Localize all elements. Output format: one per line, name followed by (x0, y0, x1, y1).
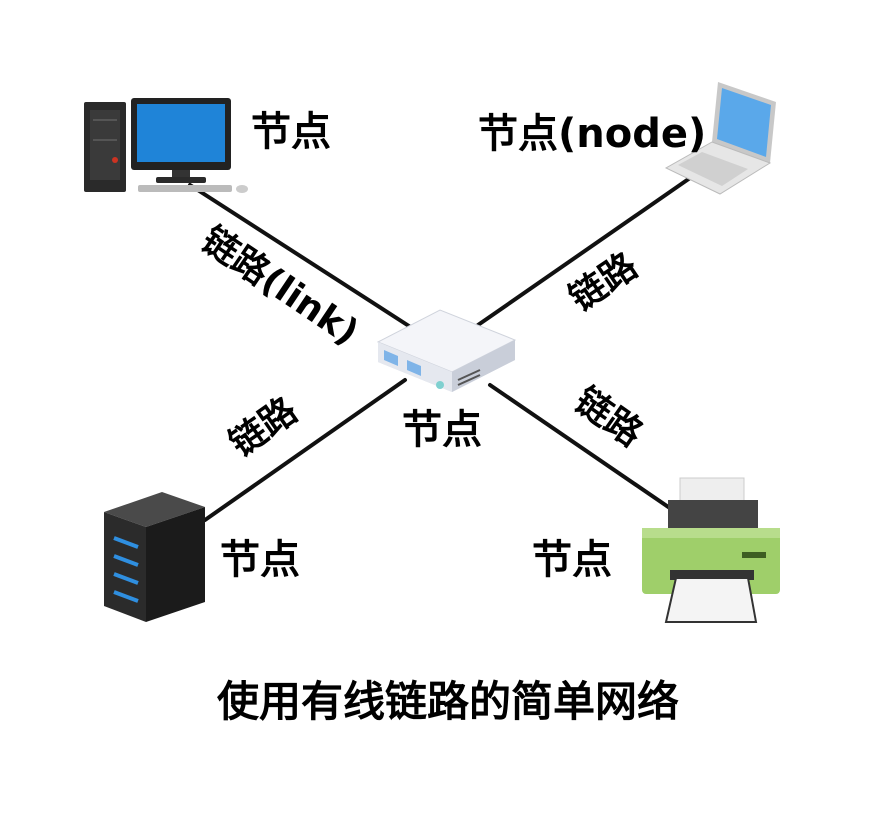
link-server-switch (203, 378, 407, 522)
link-laptop-switch (476, 176, 692, 327)
laptop-icon (664, 82, 776, 195)
node-label-server: 节点 (220, 537, 300, 583)
links (188, 176, 692, 522)
node-label-desktop: 节点 (251, 109, 331, 155)
printer-icon (642, 477, 780, 623)
diagram-caption: 使用有线链路的简单网络 (216, 677, 679, 726)
desktop-computer-icon (84, 98, 248, 193)
node-label-switch: 节点 (402, 407, 482, 453)
link-desktop-switch (188, 183, 414, 330)
server-icon (104, 492, 205, 622)
network-switch-icon (376, 309, 517, 392)
node-label-laptop: 节点(node) (478, 111, 707, 157)
node-label-printer: 节点 (532, 537, 612, 583)
link-printer-switch (488, 383, 682, 517)
